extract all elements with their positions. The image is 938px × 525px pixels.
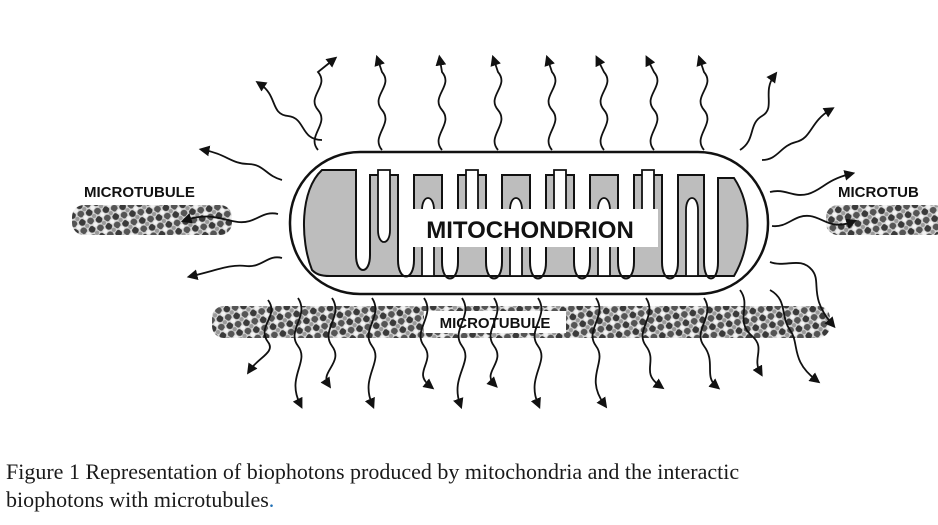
biophoton-arrow-up (645, 55, 659, 151)
microtubule-left-label: MICROTUBULE (84, 184, 195, 201)
biophoton-arrow-right (761, 107, 835, 161)
mitochondrion-label: MITOCHONDRION (426, 217, 634, 244)
biophoton-arrow-left (198, 145, 283, 181)
biophoton-arrow-down (591, 297, 608, 409)
biophoton-arrow-up (696, 54, 709, 151)
biophoton-arrow-up (313, 56, 338, 151)
caption-line-2: biophotons with microtubules. (6, 486, 938, 514)
biophoton-arrow-down (453, 297, 467, 410)
biophoton-arrow-down (641, 297, 665, 390)
microtubule-right-label: MICROTUB (838, 184, 919, 201)
biophoton-arrow-down (699, 297, 721, 390)
biophoton-arrow-down (419, 297, 435, 390)
microtubule-left (72, 205, 232, 235)
caption-line-2-end: . (268, 487, 275, 512)
biophoton-arrow-up (435, 54, 447, 151)
figure-caption: Figure 1 Representation of biophotons pr… (6, 458, 938, 514)
biophoton-arrow-up-right (739, 71, 778, 151)
biophoton-arrow-left (180, 212, 279, 224)
biophoton-arrow-down (320, 297, 337, 389)
biophoton-arrow-down (530, 297, 543, 409)
biophoton-arrows (180, 54, 858, 410)
biophoton-arrow-up-left (255, 81, 323, 141)
microtubule-bottom-label: MICROTUBULE (440, 315, 551, 332)
biophoton-arrow-up (544, 54, 557, 151)
caption-line-1: Figure 1 Representation of biophotons pr… (6, 459, 740, 484)
biophoton-arrow-right (771, 215, 858, 229)
biophoton-arrow-down (486, 297, 499, 388)
biophoton-arrow-up (490, 54, 503, 151)
biophoton-arrow-right (769, 261, 836, 329)
biophoton-arrow-left (186, 256, 283, 281)
biophoton-arrow-up (595, 55, 609, 151)
biophoton-arrow-down (292, 297, 303, 409)
mitochondrion-diagram: MITOCHONDRION MICROTUBULE MICROTUB MICRO… (72, 54, 938, 410)
mitochondrion-label-bg (402, 209, 658, 247)
biophoton-arrow-down (739, 289, 763, 377)
biophoton-arrow-down-right (769, 289, 821, 384)
biophoton-arrow-right (769, 170, 856, 196)
biophoton-arrow-down (247, 299, 273, 375)
biophoton-arrow-down (364, 297, 377, 409)
microtubule-right (826, 205, 938, 235)
biophoton-arrow-up (374, 54, 387, 151)
caption-line-2-text: biophotons with microtubules (6, 487, 269, 512)
